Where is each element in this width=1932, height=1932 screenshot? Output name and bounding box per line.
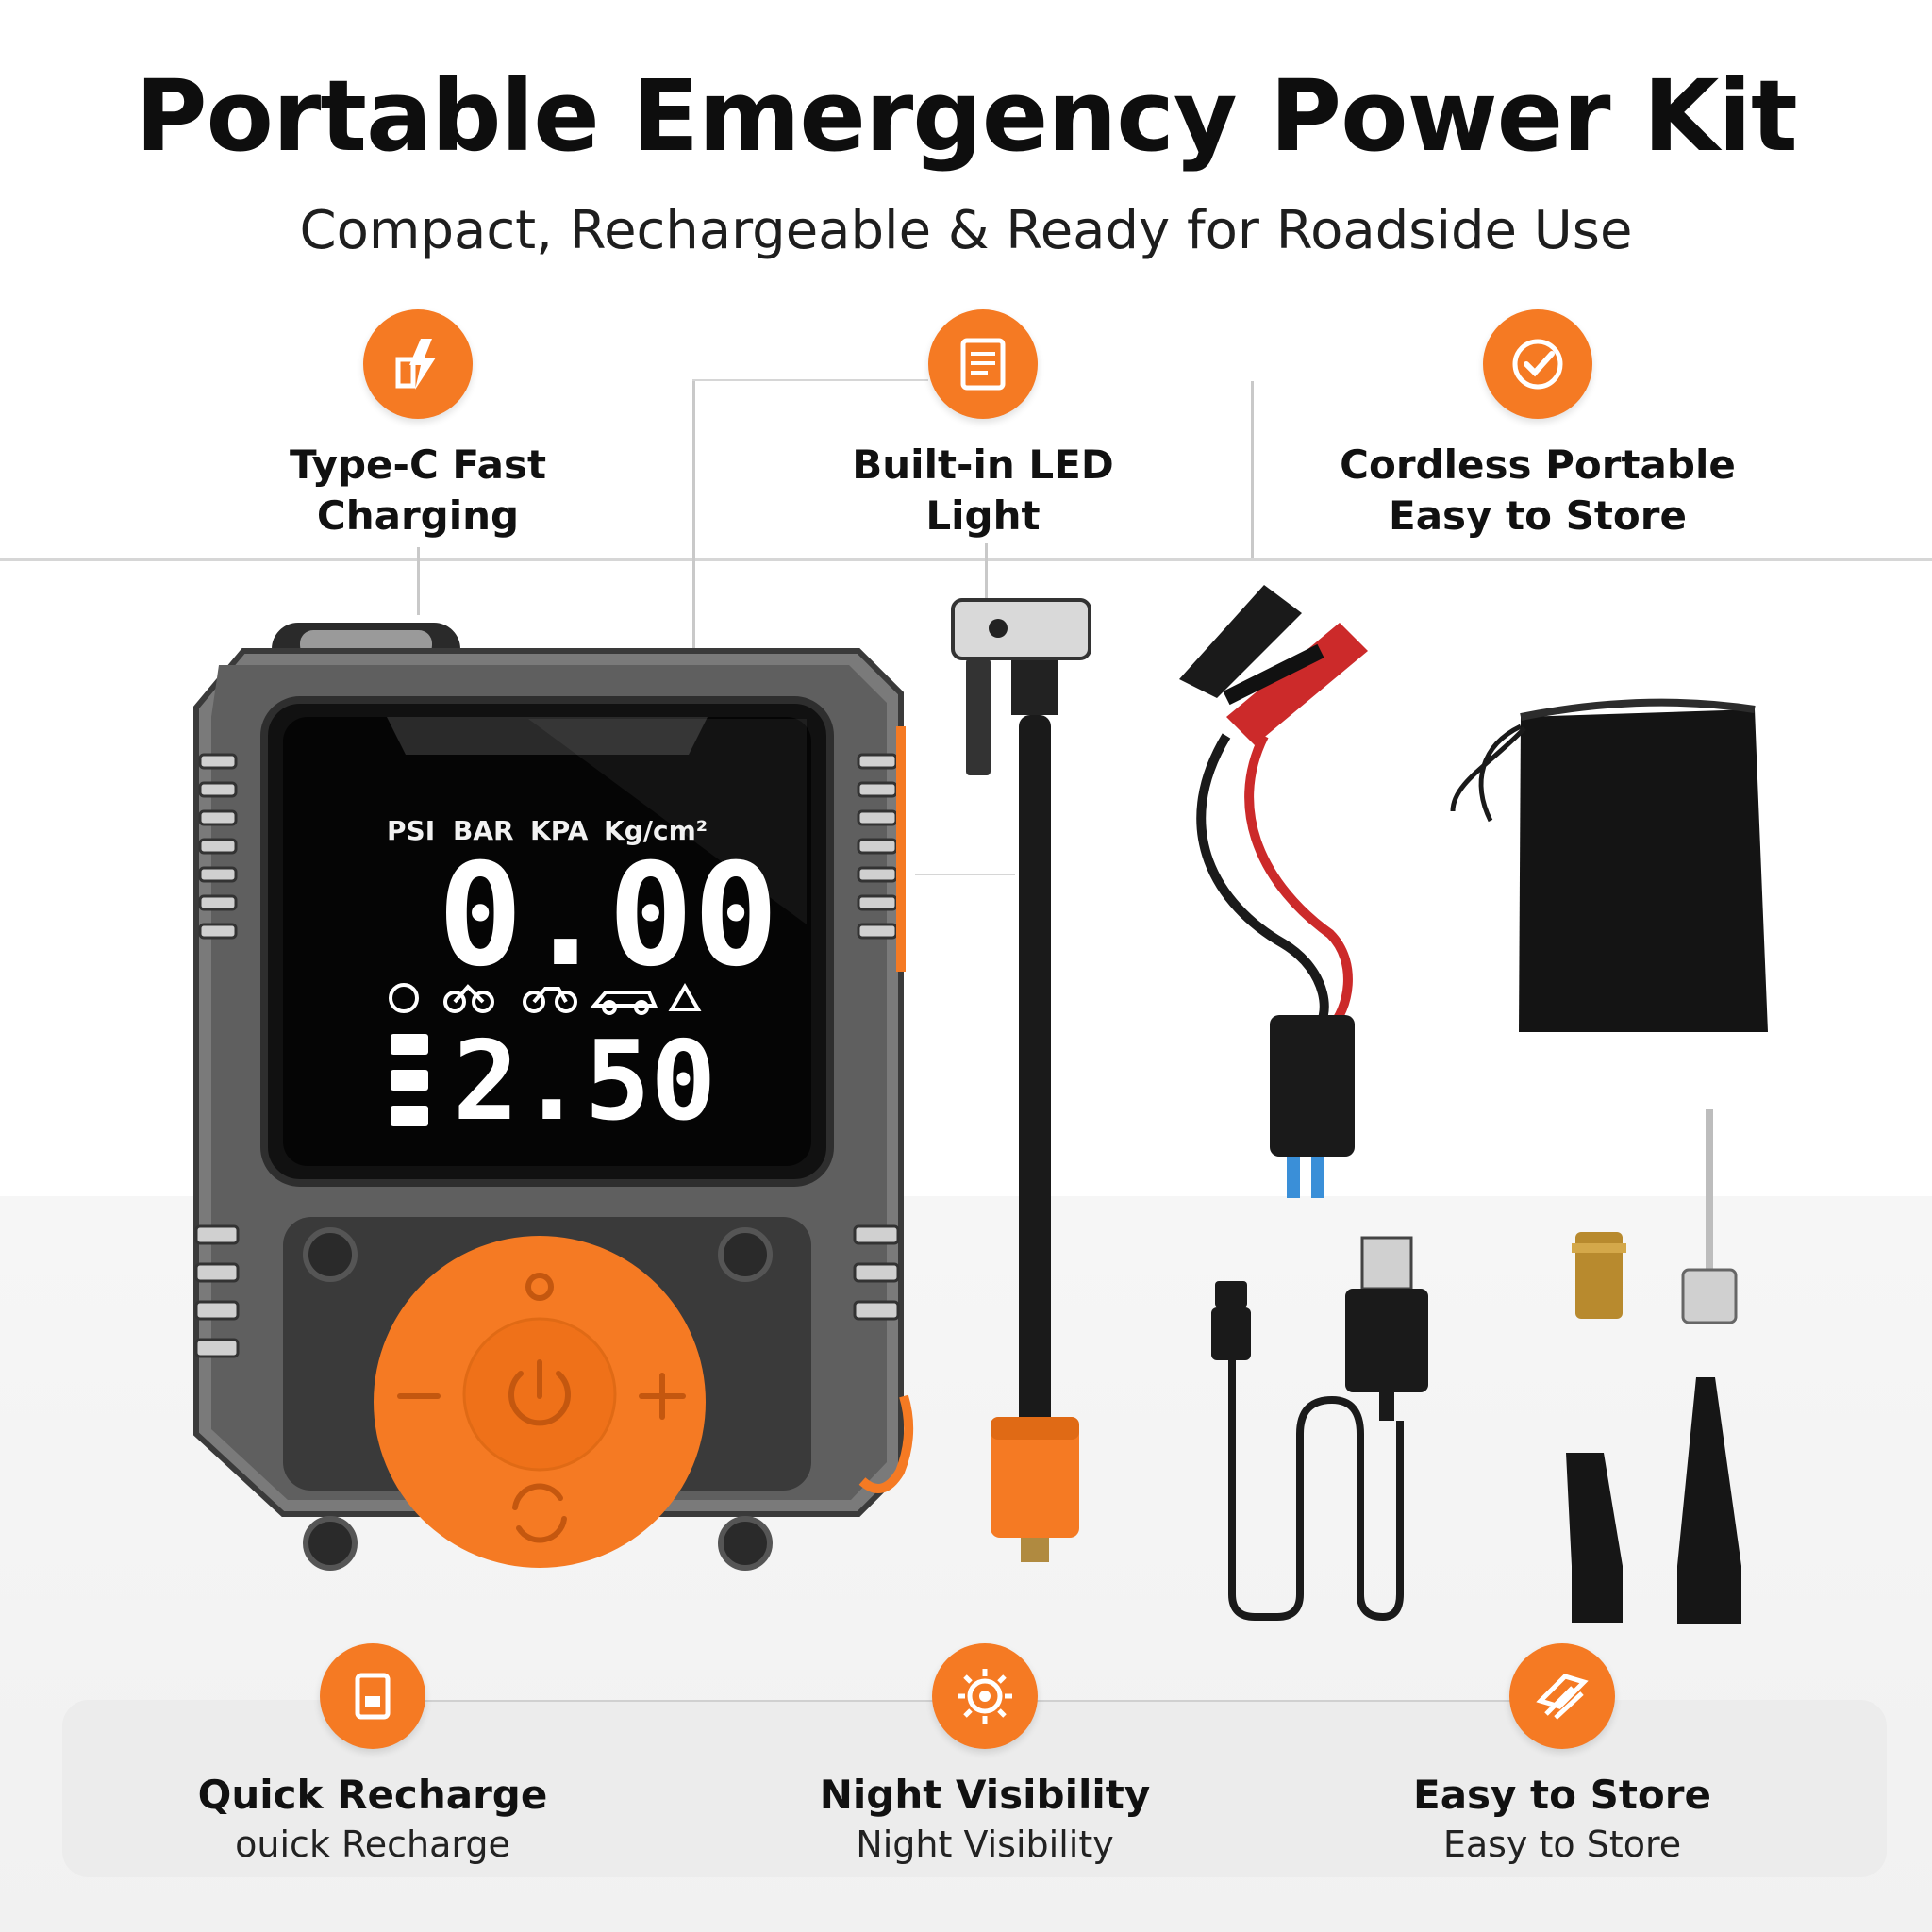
gear-sun-icon [932, 1643, 1038, 1749]
unit-kgcm2: Kg/cm² [604, 815, 708, 846]
tire-inflator-device: PSI BAR KPA Kg/cm² 0.00 2 [193, 623, 914, 1571]
top-divider [0, 558, 1932, 561]
connector-line-led [985, 543, 988, 600]
feature-sublabel: Easy to Store [1442, 1824, 1682, 1865]
connector-line-mid-top [692, 379, 928, 381]
nozzle-adapters [1566, 1109, 1741, 1624]
usb-cable [1211, 1236, 1428, 1622]
unit-bar: BAR [453, 815, 514, 846]
sun-icon[interactable] [525, 1273, 554, 1301]
primary-reading: 0.00 [438, 834, 778, 998]
tag-stack-icon [1509, 1643, 1615, 1749]
right-divider [1251, 381, 1254, 558]
feature-label: Night Visibility [819, 1772, 1151, 1818]
feature-label: Quick Recharge [197, 1772, 548, 1818]
unit-psi: PSI [387, 815, 435, 846]
document-list-icon [928, 309, 1038, 419]
lightning-plug-icon [363, 309, 473, 419]
page-title: Portable Emergency Power Kit [135, 58, 1797, 174]
connector-line-hose [915, 874, 1015, 875]
feature-sublabel: ouick Recharge [235, 1824, 510, 1865]
feature-label: Type-C Fast Charging [289, 441, 547, 539]
page-subtitle: Compact, Rechargeable & Ready for Roadsi… [299, 200, 1633, 261]
connector-line-mid [692, 381, 695, 674]
power-icon [508, 1371, 571, 1426]
feature-type-c-charging: Type-C Fast Charging [173, 309, 663, 541]
feature-label: Easy to Store [1413, 1772, 1711, 1818]
battery-card-icon [320, 1643, 425, 1749]
feature-night-visibility: Night Visibility Night Visibility [730, 1643, 1240, 1865]
vehicle-mode-icons [389, 983, 702, 1015]
air-hose [951, 598, 1091, 1562]
storage-pouch [1450, 698, 1768, 1032]
connector-line-left [417, 547, 420, 615]
check-badge-icon [1483, 309, 1592, 419]
feature-easy-to-store: Easy to Store Easy to Store [1307, 1643, 1817, 1865]
feature-label: Cordless Portable Easy to Store [1340, 441, 1736, 539]
cycle-icon[interactable] [512, 1483, 567, 1543]
feature-quick-recharge: Quick Recharge ouick Recharge [118, 1643, 627, 1865]
feature-cordless-portable: Cordless Portable Easy to Store [1292, 309, 1783, 541]
unit-kpa: KPA [530, 815, 589, 846]
feature-label: Built-in LED Light [852, 441, 1114, 539]
feature-led-light: Built-in LED Light [738, 309, 1228, 541]
jumper-clamps [1179, 585, 1368, 1198]
secondary-reading: 2.50 [453, 1018, 716, 1145]
feature-sublabel: Night Visibility [856, 1824, 1114, 1865]
battery-level-icon [391, 1034, 428, 1126]
